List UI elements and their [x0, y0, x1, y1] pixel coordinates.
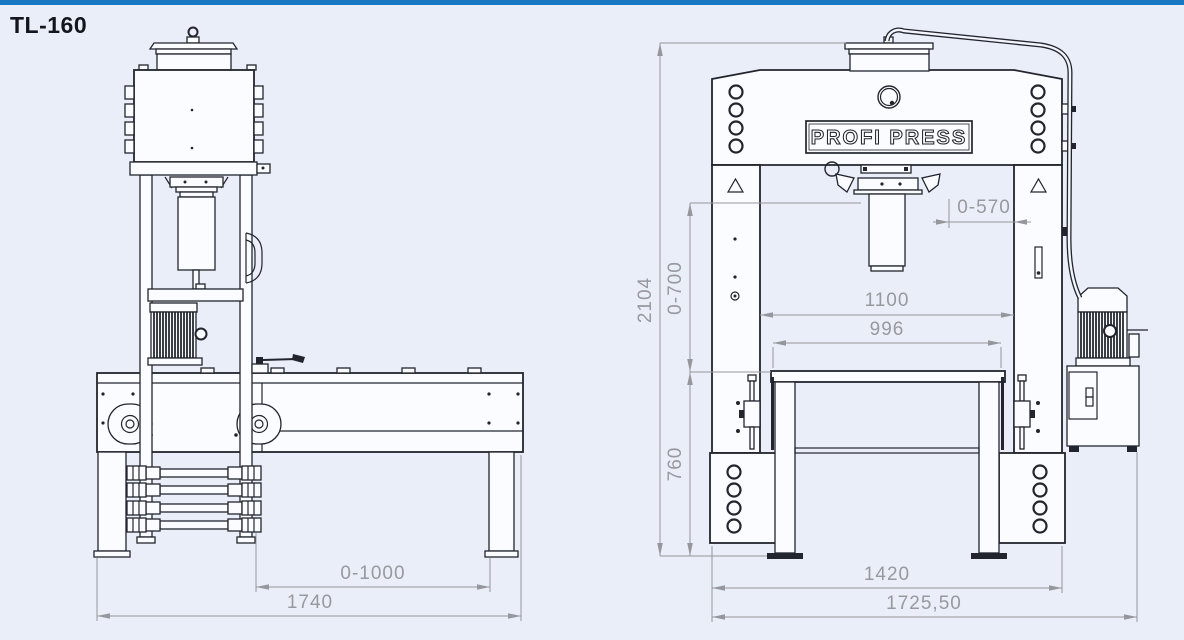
dim-side-overall-label: 1740 [287, 592, 333, 613]
side-motor [147, 302, 208, 366]
front-view: PROFI PRESS [635, 27, 1148, 622]
dim-overall-width-label: 1725,50 [886, 593, 962, 614]
front-head-details [728, 84, 1076, 236]
front-motor-fins [1080, 312, 1124, 358]
front-oil-tank [1066, 365, 1140, 452]
page-title: TL-160 [10, 12, 88, 38]
hydraulic-hose [884, 27, 1083, 300]
dim-ram-travel-label: 0-570 [957, 197, 1011, 218]
side-motor-fins [153, 312, 194, 358]
front-table-pins [739, 374, 1035, 450]
front-column-markers [726, 177, 1048, 433]
dim-table-height-label: 760 [665, 447, 686, 482]
dim-side-travel-label: 0-1000 [340, 563, 405, 584]
dim-column-span-label: 1420 [864, 564, 910, 585]
front-motor [1075, 287, 1148, 367]
side-cylinder [147, 176, 244, 302]
side-handle [245, 232, 263, 284]
top-accent-bar [0, 0, 1184, 5]
side-dimensions: 0-1000 1740 [96, 455, 522, 621]
dim-inner-width-label: 1100 [865, 290, 910, 311]
brand-plate-label: PROFI PRESS [811, 127, 967, 149]
front-cylinder [824, 161, 941, 272]
side-lever [251, 354, 305, 374]
side-head [124, 26, 271, 176]
front-dimensions: 2104 0-700 760 0-570 1100 [635, 42, 1138, 622]
front-top-tank [844, 36, 934, 72]
dim-daylight-label: 0-700 [665, 261, 686, 315]
side-table [96, 367, 524, 453]
side-legs [93, 451, 519, 558]
front-base-blocks [709, 452, 1066, 544]
brand-plate: PROFI PRESS [805, 120, 973, 154]
dim-height-label: 2104 [635, 277, 656, 323]
side-view: 0-1000 1740 [93, 26, 524, 621]
front-table [767, 370, 1007, 559]
dim-table-width-label: 996 [870, 319, 905, 340]
side-tie-rods [126, 465, 262, 533]
